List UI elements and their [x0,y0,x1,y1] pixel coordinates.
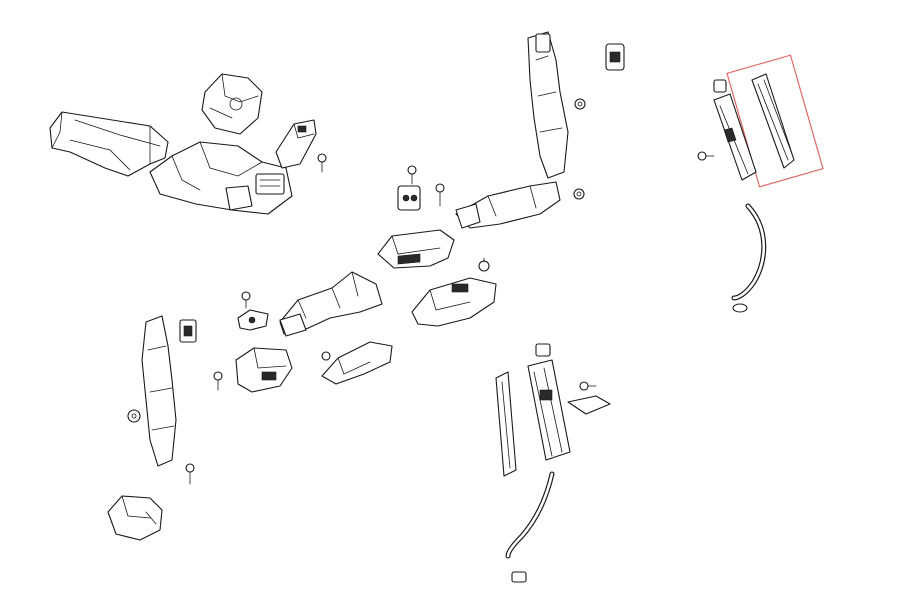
screw-6 [185,463,195,485]
rear-vent-grille[interactable] [527,359,571,461]
screw-5 [213,371,223,391]
clip-upper [605,43,625,71]
blower-motor-housing[interactable] [201,73,263,135]
rear-console-duct-left[interactable] [235,347,293,393]
floor-outlet-duct[interactable] [455,181,561,229]
rear-console-duct-right[interactable] [321,341,393,385]
hose-fitting-upper [732,303,748,313]
main-air-duct-left[interactable] [49,111,169,177]
clip-left [179,319,197,343]
screw-4 [241,291,251,309]
drain-hose-lower[interactable] [505,471,555,559]
grommet-4 [127,409,141,423]
screw-1 [317,153,327,173]
screw-8 [579,381,597,391]
distribution-duct-center[interactable] [279,271,383,337]
rear-side-vent-rail[interactable] [495,371,517,477]
grommet-2 [573,188,585,200]
highlight-box [726,54,824,188]
side-air-duct-left[interactable] [141,315,177,467]
side-vent-panel-right[interactable] [713,93,757,181]
clip-middle[interactable] [237,309,269,331]
clip-right-top [713,79,727,93]
screw-7 [697,151,715,161]
screw-3 [435,183,445,207]
hose-fitting-lower [511,571,527,583]
defroster-vent-strip[interactable] [751,73,795,169]
vent-connector-small[interactable] [275,119,317,169]
grommet-1 [574,98,586,110]
actuator-small[interactable] [397,185,421,211]
grommet-5 [321,351,331,361]
heater-box-assembly[interactable] [149,141,293,215]
center-vent-housing[interactable] [377,229,455,269]
screw-2 [407,165,417,185]
drain-hose-upper[interactable] [731,203,767,301]
clip-lower [535,343,551,357]
rear-vent-housing[interactable] [411,277,497,327]
corner-duct-lower[interactable] [107,495,163,541]
grommet-3 [478,257,490,272]
vertical-air-duct-right[interactable] [527,31,569,179]
label-tag [567,395,611,415]
